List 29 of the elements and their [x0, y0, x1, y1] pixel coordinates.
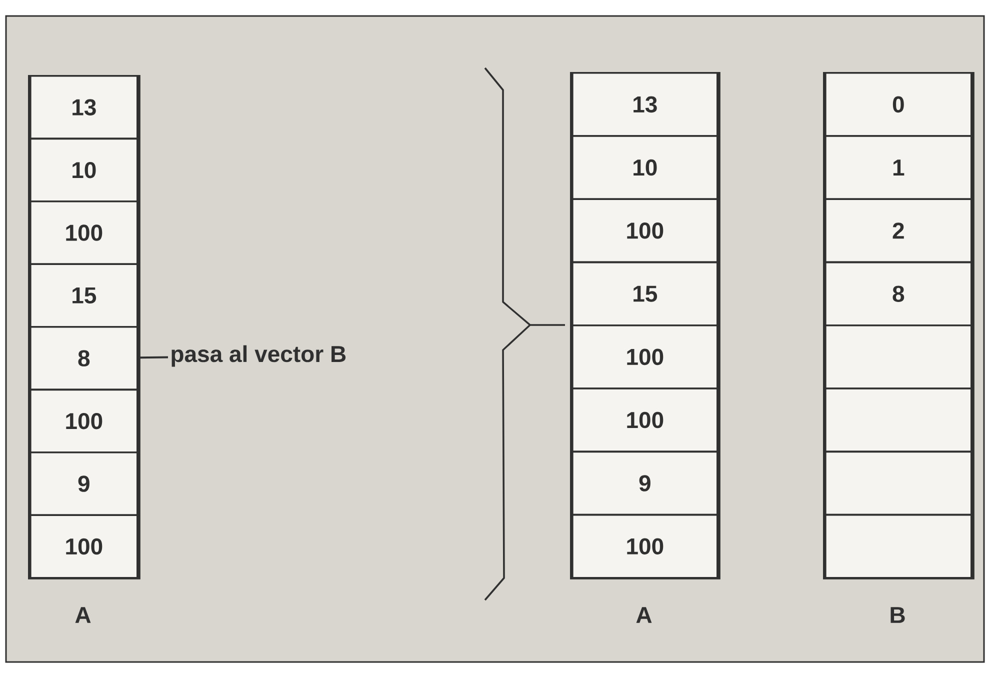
vector-label: A — [636, 607, 652, 623]
array-cell — [824, 388, 972, 452]
array-cell: 100 — [30, 388, 138, 454]
array-cell: 100 — [30, 200, 138, 266]
array-cell: 10 — [572, 135, 718, 200]
array-cell — [824, 514, 972, 579]
array-cell: 100 — [572, 388, 718, 452]
array-cell: 100 — [572, 324, 718, 390]
array-cell: 13 — [572, 72, 718, 137]
array-cell: 15 — [572, 261, 718, 326]
array-cell: 10 — [30, 138, 138, 202]
array-cell: 13 — [30, 75, 138, 140]
annotation-text: pasa al vector B — [172, 345, 346, 367]
array-cell: 0 — [824, 72, 972, 137]
array-cell: 100 — [572, 514, 718, 579]
array-cell: 1 — [824, 135, 972, 200]
array-cell: 9 — [572, 450, 718, 516]
array-cell — [824, 450, 972, 516]
array-cell: 8 — [30, 326, 138, 391]
array-cell: 2 — [824, 198, 972, 264]
array-cell: 8 — [824, 261, 972, 326]
array-cell: 100 — [30, 514, 138, 579]
array-cell: 9 — [30, 452, 138, 516]
array-cell: 100 — [572, 198, 718, 264]
array-cell — [824, 324, 972, 390]
leader-line — [138, 356, 168, 359]
vector-label: A — [75, 607, 91, 623]
vector-label: B — [890, 607, 905, 623]
array-cell: 15 — [30, 263, 138, 328]
